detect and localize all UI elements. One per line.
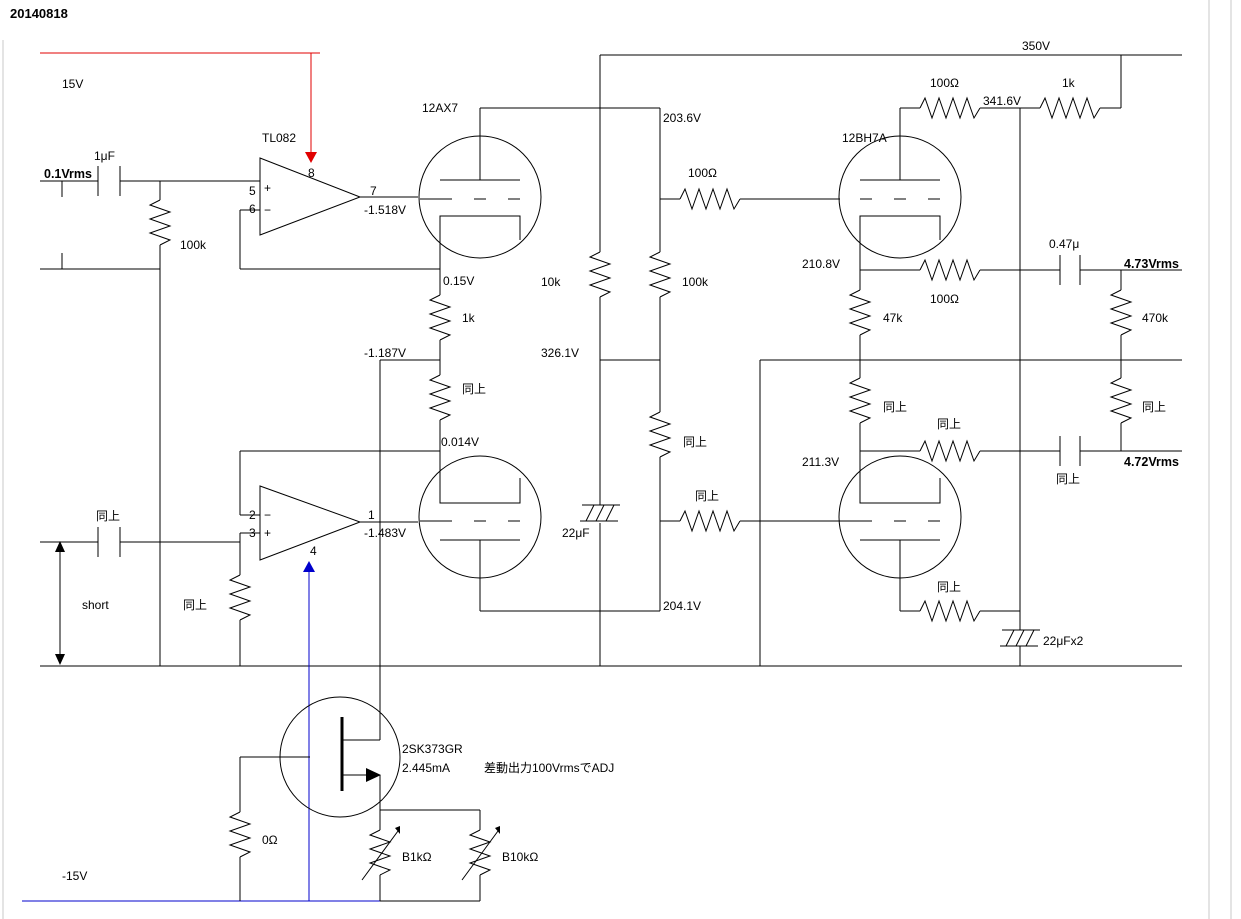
label-same-47k: 同上: [883, 400, 907, 414]
opamp-top: [239, 157, 440, 270]
label-r0: 0Ω: [262, 833, 278, 847]
opamp-top-plus: +: [264, 181, 271, 195]
input-top-wiring: [40, 166, 260, 666]
opamp-bottom: [239, 450, 440, 561]
input-bottom-wiring: [40, 527, 252, 666]
label-neg15v: -15V: [62, 869, 87, 883]
cathode-resistors: [379, 269, 452, 715]
label-same-outr: 同上: [937, 417, 961, 431]
label-fet-current: 2.445mA: [402, 761, 450, 775]
tube-12ax7-bottom: [418, 451, 660, 612]
label-same-cathode: 同上: [462, 382, 486, 396]
cathode-chain-12bh7a: [759, 255, 1182, 666]
supply-350v-bus: [599, 54, 1182, 252]
label-v341: 341.6V: [983, 94, 1021, 108]
pin3: 3: [249, 526, 256, 540]
label-r470k: 470k: [1142, 311, 1169, 325]
tube-12bh7a-top: [838, 135, 962, 270]
label-short: short: [82, 598, 109, 612]
label-input-resistor: 100k: [180, 238, 207, 252]
capacitor-22uf: [580, 504, 620, 522]
label-v203: 203.6V: [663, 111, 701, 125]
pin4: 4: [310, 544, 317, 558]
pin5: 5: [249, 184, 256, 198]
label-r100-grid1: 100Ω: [688, 166, 717, 180]
label-r1k-cathode: 1k: [462, 311, 476, 325]
label-same-cap: 同上: [1056, 472, 1080, 486]
pin6: 6: [249, 202, 256, 216]
plate-network: [588, 108, 672, 666]
label-cap047: 0.47μ: [1049, 237, 1079, 251]
fet-current-source: [228, 696, 500, 902]
opamp-bottom-plus: +: [264, 526, 271, 540]
label-350v: 350V: [1022, 39, 1050, 53]
label-r100-top: 100Ω: [930, 76, 959, 90]
label-out-top: 4.73Vrms: [1124, 257, 1179, 271]
label-cap22x2: 22μFx2: [1043, 634, 1084, 648]
label-adjust-note: 差動出力100VrmsでADJ: [484, 761, 614, 775]
diagram-title: 20140818: [10, 6, 68, 21]
label-15v: 15V: [62, 77, 83, 91]
label-v015: 0.15V: [443, 274, 474, 288]
pin8: 8: [308, 166, 315, 180]
label-tube-12bh7a: 12BH7A: [842, 131, 887, 145]
label-v0014: 0.014V: [441, 435, 479, 449]
positive-supply-arrow: [40, 52, 320, 163]
label-tube-12ax7: 12AX7: [422, 101, 458, 115]
label-fet: 2SK373GR: [402, 742, 463, 756]
label-b1k: B1kΩ: [402, 850, 432, 864]
label-cap-in2: 同上: [96, 509, 120, 523]
label-v1187: -1.187V: [364, 346, 406, 360]
label-same-k2: 同上: [937, 580, 961, 594]
label-cap22uf: 22μF: [562, 526, 590, 540]
label-out-bottom: 4.72Vrms: [1124, 455, 1179, 469]
label-opamp: TL082: [262, 131, 296, 145]
label-r1k-top: 1k: [1062, 76, 1076, 90]
label-out7-voltage: -1.518V: [364, 203, 406, 217]
label-b10k: B10kΩ: [502, 850, 538, 864]
pin7: 7: [370, 184, 377, 198]
label-v210: 210.8V: [802, 257, 840, 271]
tube-12ax7-top: [418, 107, 660, 269]
opamp-bottom-minus: −: [264, 508, 271, 522]
label-same-470k: 同上: [1142, 400, 1166, 414]
label-out1-voltage: -1.483V: [364, 526, 406, 540]
grid-resistors: [660, 187, 840, 533]
label-r100-out: 100Ω: [930, 292, 959, 306]
pin1: 1: [368, 508, 375, 522]
tube-12bh7a-bottom: [838, 455, 1020, 623]
label-same-grid2: 同上: [695, 489, 719, 503]
label-v211: 211.3V: [802, 455, 839, 469]
label-v326: 326.1V: [541, 346, 579, 360]
label-v204: 204.1V: [663, 599, 701, 613]
label-r10k: 10k: [541, 275, 561, 289]
negative-supply-arrow: [22, 561, 380, 902]
label-same-plate2: 同上: [683, 435, 707, 449]
label-r100k-plate: 100k: [682, 275, 709, 289]
opamp-top-minus: −: [264, 203, 271, 217]
label-r-in2: 同上: [183, 598, 207, 612]
label-r47k: 47k: [883, 311, 903, 325]
label-input-level: 0.1Vrms: [44, 167, 92, 181]
short-arrow: [55, 541, 65, 665]
capacitor-22uf-x2: [1000, 629, 1040, 666]
pin2: 2: [249, 508, 256, 522]
plate-supply-resistors: [899, 55, 1122, 630]
label-input-cap: 1μF: [94, 149, 115, 163]
